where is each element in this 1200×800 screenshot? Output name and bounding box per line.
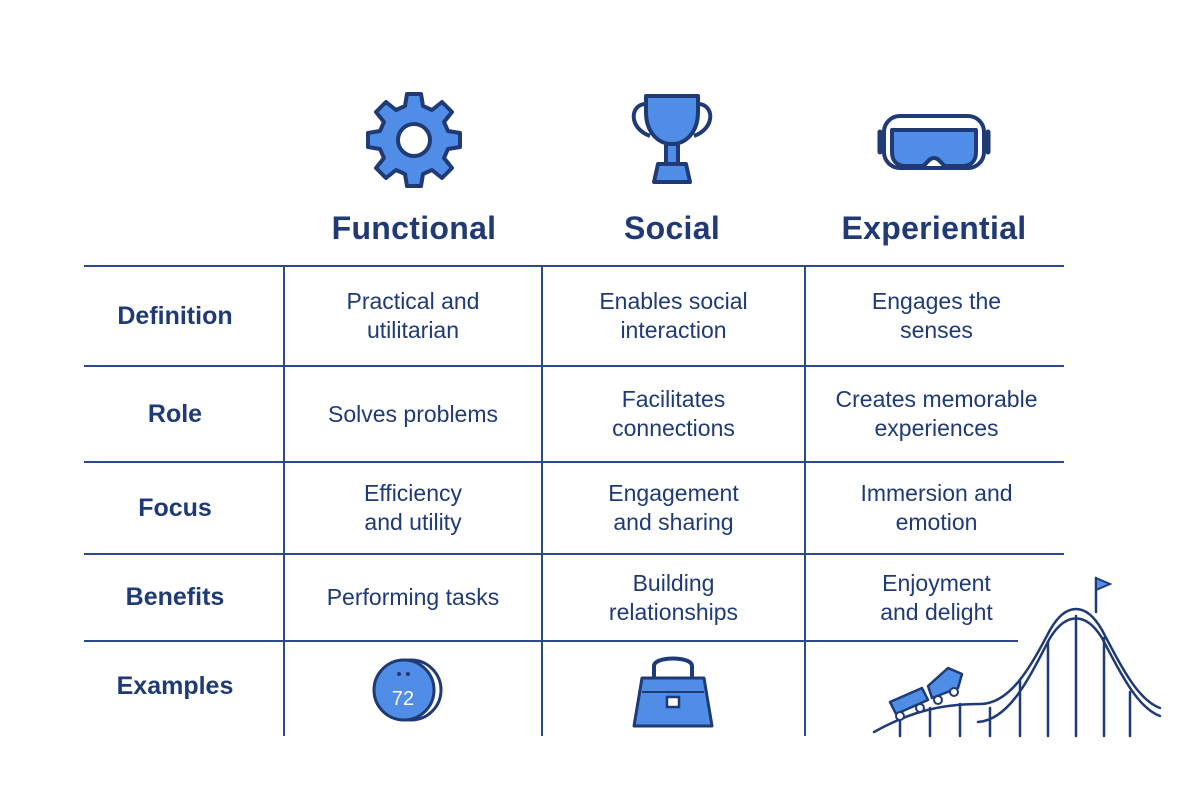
cell-text: Enables social interaction (599, 288, 748, 343)
cell-benefits-functional: Performing tasks (284, 554, 542, 641)
cell-text: Creates memorable experiences (835, 386, 1038, 441)
roller-coaster-icon (872, 576, 1162, 738)
cell-benefits-experiential: Enjoyment and delight (805, 554, 1068, 641)
handbag-icon (632, 656, 714, 728)
cell-text: Immersion and emotion (860, 480, 1013, 535)
cell-text: Enjoyment and delight (880, 569, 993, 625)
cell-text: Efficiency and utility (363, 480, 462, 535)
vr-headset-icon (877, 114, 991, 170)
cell-definition-social: Enables social interaction (542, 266, 805, 366)
row-label-benefits: Benefits (125, 583, 225, 611)
column-experiential: Experiential (804, 90, 1064, 247)
cell-focus-social: Engagement and sharing (542, 462, 805, 554)
cell-text: Practical and utilitarian (346, 288, 480, 343)
column-title-social: Social (623, 210, 721, 246)
cell-text: Solves problems (327, 400, 499, 427)
column-title-experiential: Experiential (841, 210, 1027, 246)
cell-benefits-social: Building relationships (542, 554, 805, 641)
row-label-definition: Definition (117, 301, 233, 330)
thermostat-reading: 72 (392, 688, 414, 710)
row-label-examples: Examples (116, 671, 234, 700)
row-label-focus: Focus (138, 493, 212, 522)
column-functional: Functional (284, 90, 544, 247)
cell-text: Engages the senses (871, 288, 1002, 343)
cell-text: Engagement and sharing (608, 480, 739, 535)
gear-icon (366, 92, 462, 188)
cell-definition-experiential: Engages the senses (805, 266, 1068, 366)
cell-focus-functional: Efficiency and utility (284, 462, 542, 554)
trophy-icon (631, 94, 713, 184)
cell-text: Building relationships (608, 569, 739, 625)
cell-role-social: Facilitates connections (542, 366, 805, 462)
cell-role-experiential: Creates memorable experiences (805, 366, 1068, 462)
row-label-role: Role (147, 399, 203, 428)
column-title-functional: Functional (331, 210, 497, 246)
cell-definition-functional: Practical and utilitarian (284, 266, 542, 366)
cell-focus-experiential: Immersion and emotion (805, 462, 1068, 554)
cell-text: Performing tasks (326, 584, 500, 610)
column-social: Social (542, 90, 802, 247)
thermostat-icon: 72 (372, 658, 443, 722)
cell-role-functional: Solves problems (284, 366, 542, 462)
cell-text: Facilitates connections (612, 386, 735, 441)
